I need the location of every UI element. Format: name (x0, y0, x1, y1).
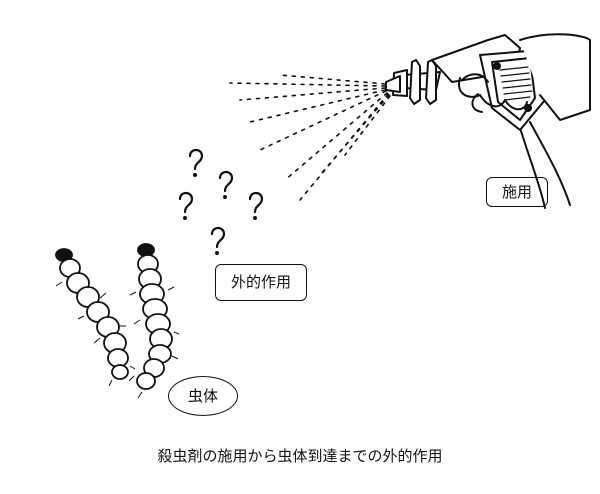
larva-icon (55, 248, 136, 387)
droplet (210, 226, 226, 255)
application-label-text: 施用 (501, 182, 532, 201)
external-action-label-text: 外的作用 (230, 273, 291, 291)
larva-icon (128, 243, 180, 399)
insect-body-label-text: 虫体 (187, 386, 218, 405)
droplet (188, 148, 204, 177)
external-action-label: 外的作用 (215, 264, 307, 301)
spray-mist (229, 74, 391, 201)
figure-caption: 殺虫剤の施用から虫体到達までの外的作用 (157, 447, 443, 465)
insect-body-label: 虫体 (168, 376, 238, 416)
droplet (248, 191, 264, 220)
droplet (178, 191, 194, 220)
droplets (178, 148, 264, 255)
spray-gun-icon (385, 33, 591, 209)
application-label: 施用 (486, 177, 548, 207)
droplet (218, 170, 234, 199)
